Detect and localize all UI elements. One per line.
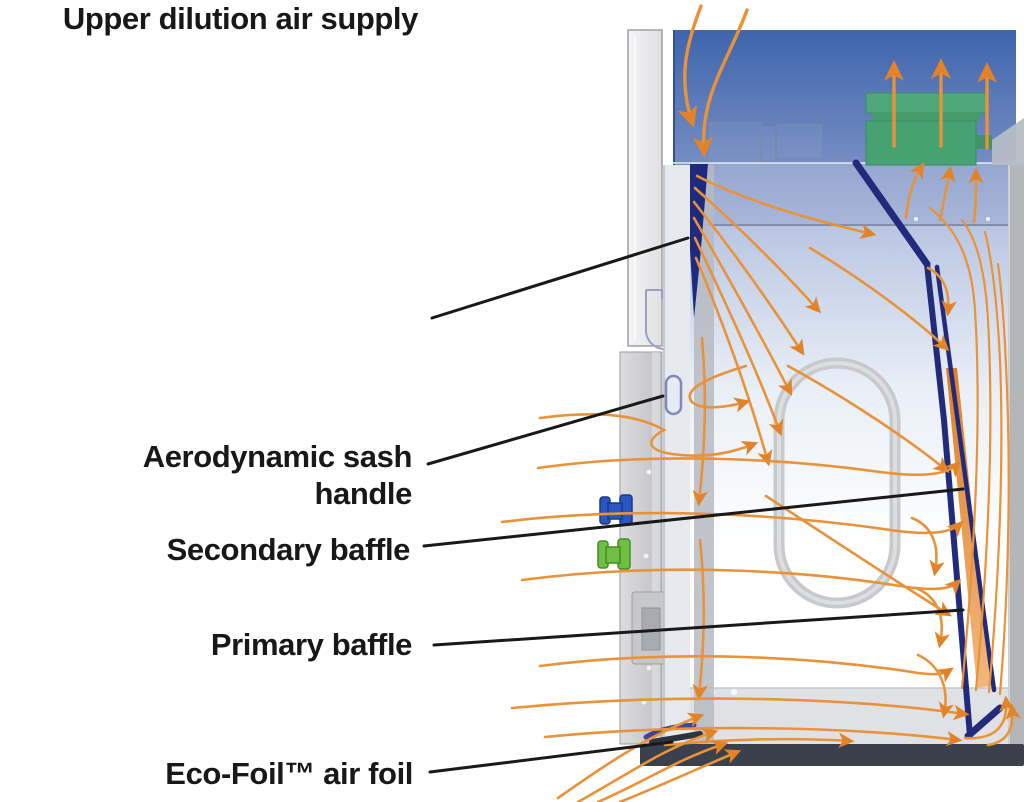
exhaust-outflow-arrows (883, 58, 998, 150)
label-secondary-baffle: Secondary baffle (166, 532, 411, 567)
lower-back-panel (690, 687, 1008, 745)
baffle-slot-curl-arrows (910, 266, 1021, 747)
service-knob-blue (599, 494, 633, 526)
airflow-streamlines (500, 4, 1021, 802)
right-side-wall (1008, 163, 1024, 745)
baffle-foot (964, 704, 1004, 740)
exhaust-blower (865, 92, 1024, 166)
exhaust-duct (992, 118, 1024, 165)
baffle-slot-airflow (946, 368, 991, 688)
leader-upper-dilution (430, 236, 690, 320)
under-exhaust-arrows (904, 162, 984, 224)
upper-baffle-section (852, 159, 931, 268)
front-entry-streamlines (500, 457, 970, 749)
leader-primary-baffle (432, 608, 965, 647)
sash-handle-curl-arrows (538, 364, 759, 457)
fixture-oval (773, 357, 901, 609)
airfoil-sweep-arrows (556, 712, 742, 802)
dilution-fan-arrows (692, 174, 877, 701)
label-eco-foil-air-foil: Eco-Foil™ air foil (165, 756, 413, 791)
label-aerodynamic-sash-handle: Aerodynamic sash handle (142, 439, 413, 511)
aerodynamic-sash-handle-part (664, 374, 683, 416)
front-frame-structure (597, 29, 671, 745)
leader-sash-handle (426, 394, 665, 466)
label-upper-dilution-air-supply: Upper dilution air supply (62, 1, 419, 36)
leader-secondary-baffle (422, 487, 965, 548)
service-outlet-panel (631, 591, 671, 665)
service-knob-green (597, 538, 631, 570)
cross-flow-arrows (764, 246, 952, 617)
plenum-equipment-silhouettes (708, 121, 823, 163)
interior-header-band (690, 163, 1016, 226)
rear-riser-streamlines (928, 206, 1010, 696)
label-leader-lines (422, 236, 965, 774)
primary-baffle-part (924, 261, 973, 739)
leader-eco-foil (428, 740, 674, 774)
label-primary-baffle: Primary baffle (210, 627, 413, 662)
top-dilution-inflow-arrows (677, 4, 749, 158)
